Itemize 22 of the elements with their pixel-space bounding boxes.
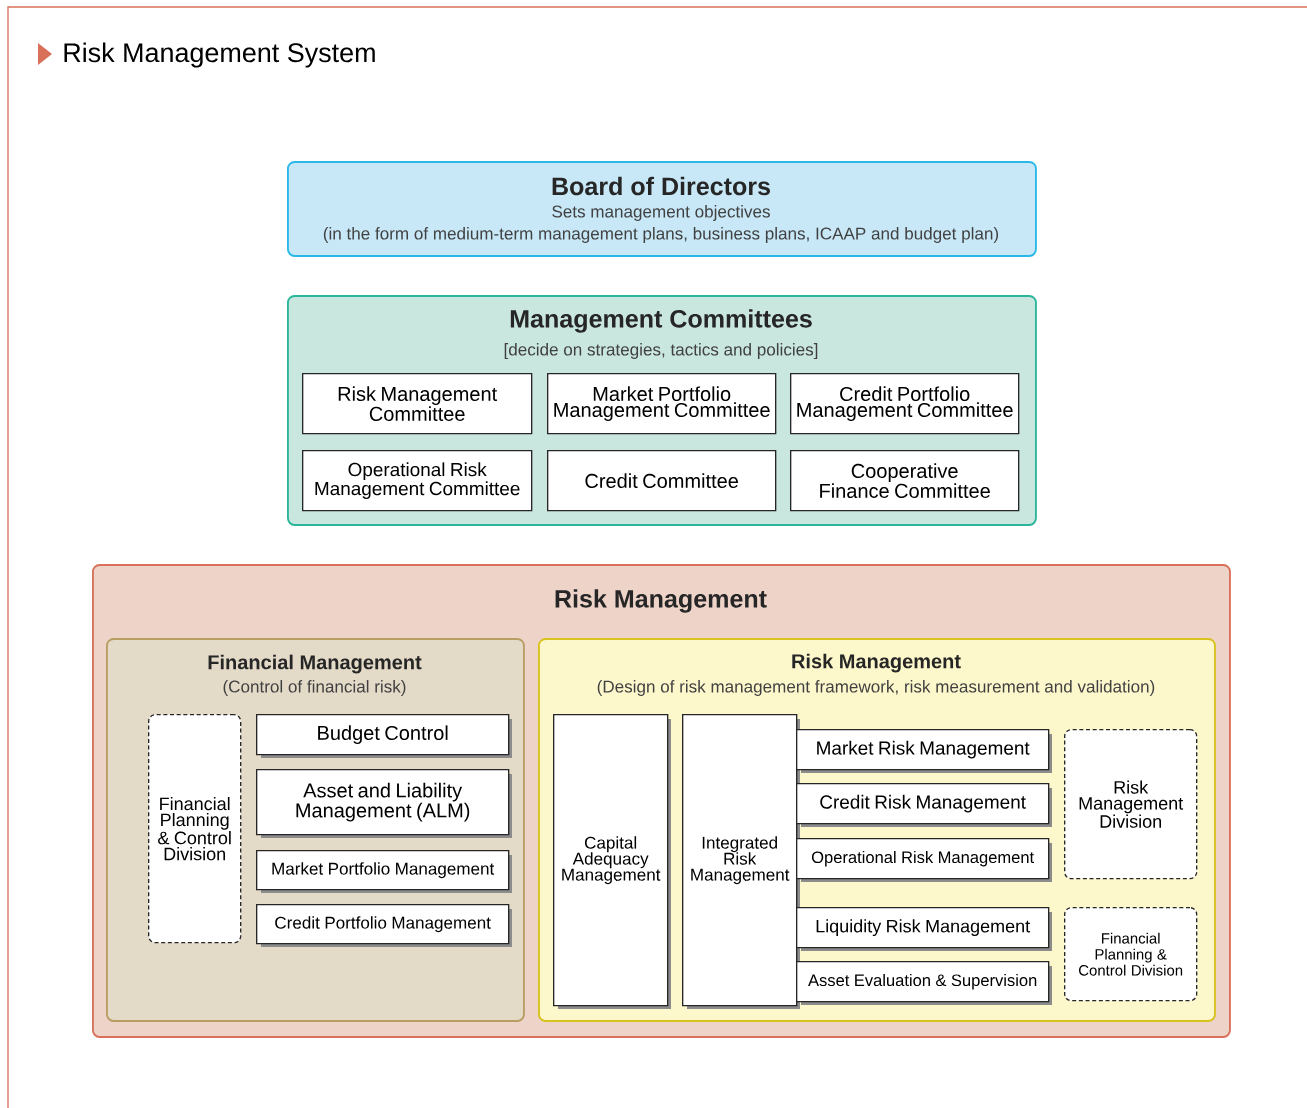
function-box: Market Risk Management <box>796 729 1052 773</box>
function-box: Asset Evaluation & Supervision <box>796 961 1052 1005</box>
division-box: Risk Management Division <box>1064 729 1198 880</box>
function-box: Operational Risk Management <box>796 838 1052 882</box>
function-box: Asset and Liability Management (ALM) <box>256 769 512 838</box>
function-box: Capital Adequacy Management <box>553 714 671 1009</box>
committee-box: Risk Management Committee <box>302 373 533 435</box>
board-box: Board of Directors Sets management objectives (in the form of medium-term management plans, business plans, ICAAP and budget plan) <box>287 161 1037 257</box>
committee-box: Operational Risk Management Committee <box>302 450 533 512</box>
committee-box: Credit Portfolio Management Committee <box>790 373 1020 435</box>
function-box: Credit Risk Management <box>796 783 1052 827</box>
division-box: Financial Planning & Control Division <box>148 714 242 944</box>
function-box: Market Portfolio Management <box>256 850 512 893</box>
function-box: Liquidity Risk Management <box>796 907 1052 951</box>
division-box: Financial Planning & Control Division <box>1064 907 1198 1002</box>
committee-box: Market Portfolio Management Committee <box>547 373 777 435</box>
title: Risk Management System <box>64 42 375 68</box>
function-box: Budget Control <box>256 714 512 758</box>
function-box: Credit Portfolio Management <box>256 904 512 947</box>
committee-box: Cooperative Finance Committee <box>790 450 1020 512</box>
function-box: Integrated Risk Management <box>682 714 800 1009</box>
committee-box: Credit Committee <box>547 450 777 512</box>
